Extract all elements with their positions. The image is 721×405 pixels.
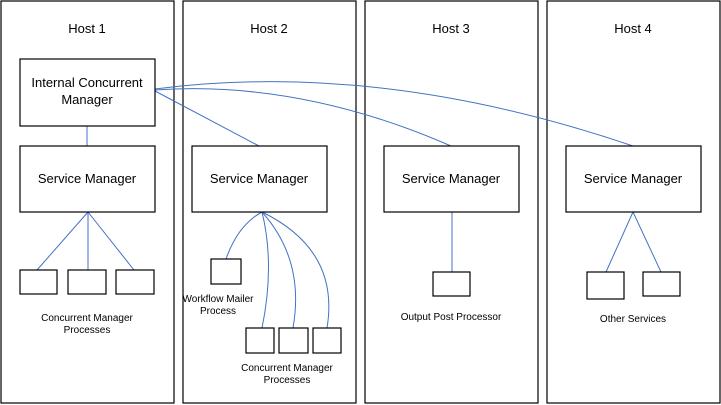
sm2-to-workflow-curve [225, 211, 263, 260]
workflow-mailer-label-line1: Workflow Mailer [183, 294, 255, 305]
host-3-service-manager-label: Service Manager [402, 171, 501, 186]
icm-to-sm4-curve [154, 81, 634, 147]
output-post-processor-label: Output Post Processor [401, 312, 502, 323]
host-2-title: Host 2 [250, 21, 288, 36]
host-4-service-manager-box [565, 145, 702, 213]
host-1-title: Host 1 [68, 21, 106, 36]
host-2-processes-label-line1: Concurrent Manager [241, 363, 333, 374]
other-service-box-1 [586, 271, 625, 300]
host-4-title: Host 4 [614, 21, 652, 36]
host-1-process-box-3 [115, 269, 155, 295]
host-3-service-manager-box [383, 145, 520, 213]
other-services-label: Other Services [600, 314, 666, 325]
icm-to-sm3-curve [154, 88, 452, 147]
workflow-mailer-box [210, 258, 242, 285]
host-1-process-box-2 [67, 269, 107, 295]
host-2-process-box-1 [245, 327, 275, 354]
icm-to-sm2-line [154, 90, 260, 147]
workflow-mailer-label-line2: Process [200, 306, 236, 317]
sm1-to-proc3-line [87, 211, 135, 271]
host-2-service-manager-box [191, 145, 328, 213]
sm2-to-proc1-curve [261, 211, 269, 329]
host-3-title: Host 3 [432, 21, 470, 36]
host-1-processes-label-line1: Concurrent Manager [41, 313, 133, 324]
sm2-to-proc2-curve [261, 211, 297, 329]
host-2-processes-label-line2: Processes [264, 375, 311, 386]
internal-concurrent-manager-box [19, 58, 156, 127]
connectors [36, 81, 662, 329]
icm-label-line2: Manager [61, 92, 113, 107]
host-2-process-box-2 [278, 327, 309, 354]
icm-label-line1: Internal Concurrent [31, 75, 143, 90]
sm2-to-proc3-curve [261, 211, 330, 329]
output-post-processor-box [432, 271, 471, 297]
sm4-to-svc2-line [632, 211, 662, 273]
host-4-service-manager-label: Service Manager [584, 171, 683, 186]
host-2-service-manager-label: Service Manager [210, 171, 309, 186]
sm4-to-svc1-line [605, 211, 634, 273]
host-1-process-box-1 [19, 269, 58, 295]
host-1-processes-label-line2: Processes [64, 325, 111, 336]
sm1-to-proc1-line [36, 211, 89, 271]
other-service-box-2 [642, 271, 681, 297]
host-1-service-manager-box [19, 145, 156, 213]
host-1-service-manager-label: Service Manager [38, 171, 137, 186]
host-2-process-box-3 [312, 327, 342, 354]
